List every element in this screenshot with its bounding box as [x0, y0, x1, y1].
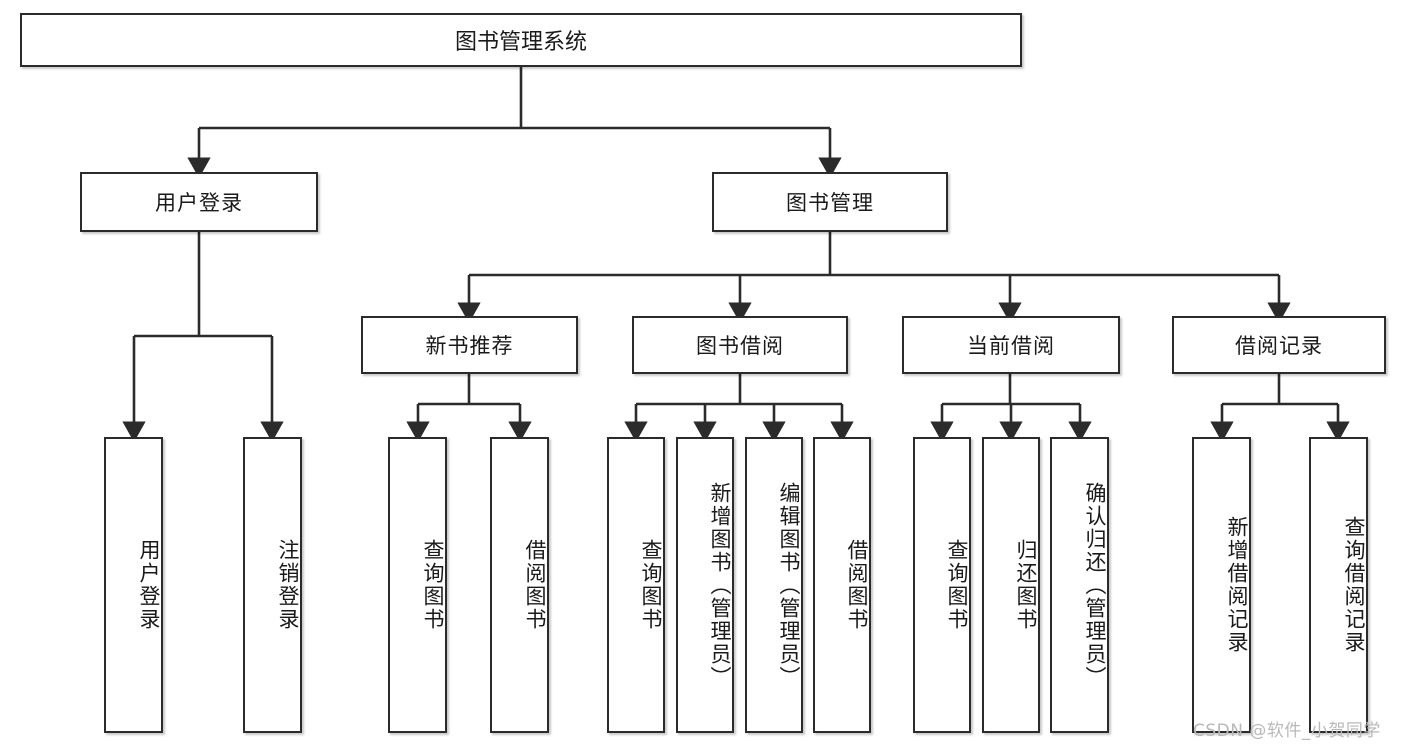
leaf-borrow-book-2[interactable]: 借阅图书: [813, 437, 871, 733]
node-book-borrow[interactable]: 图书借阅: [632, 316, 848, 374]
node-label: 图书管理系统: [454, 30, 587, 55]
node-label: 借阅图书: [523, 539, 547, 631]
leaf-query-book-2[interactable]: 查询图书: [607, 437, 665, 733]
node-book-management[interactable]: 图书管理: [712, 172, 948, 232]
node-label: 借阅记录: [1235, 334, 1323, 358]
node-label: 查询借阅记录: [1342, 516, 1366, 654]
leaf-query-book-3[interactable]: 查询图书: [913, 437, 971, 733]
node-label: 新增图书（管理员）: [708, 481, 732, 689]
node-borrow-record[interactable]: 借阅记录: [1172, 316, 1386, 374]
node-label: 图书借阅: [696, 334, 784, 358]
leaf-edit-book[interactable]: 编辑图书（管理员）: [745, 437, 803, 733]
node-current-borrow[interactable]: 当前借阅: [902, 316, 1120, 374]
node-label: 编辑图书（管理员）: [777, 481, 801, 689]
node-label: 确认归还（管理员）: [1083, 481, 1107, 689]
leaf-logout-login[interactable]: 注销登录: [243, 437, 302, 733]
leaf-query-borrow-record[interactable]: 查询借阅记录: [1309, 437, 1368, 733]
node-label: 注销登录: [276, 539, 300, 631]
leaf-add-borrow-record[interactable]: 新增借阅记录: [1192, 437, 1251, 733]
node-book-management-system[interactable]: 图书管理系统: [20, 13, 1022, 67]
node-label: 用户登录: [155, 191, 243, 215]
node-label: 新增借阅记录: [1225, 516, 1249, 654]
leaf-add-book[interactable]: 新增图书（管理员）: [676, 437, 734, 733]
leaf-confirm-return[interactable]: 确认归还（管理员）: [1050, 437, 1109, 733]
csdn-watermark: CSDN @软件_小贺同学: [1193, 721, 1381, 741]
node-label: 查询图书: [639, 539, 663, 631]
node-label: 查询图书: [945, 539, 969, 631]
node-label: 归还图书: [1014, 539, 1038, 631]
node-label: 新书推荐: [425, 334, 514, 358]
leaf-user-login[interactable]: 用户登录: [104, 437, 163, 733]
node-label: 图书管理: [786, 191, 874, 215]
node-new-book-recommend[interactable]: 新书推荐: [361, 316, 578, 374]
leaf-borrow-book-1[interactable]: 借阅图书: [490, 437, 549, 733]
node-label: 借阅图书: [845, 539, 869, 631]
node-user-login[interactable]: 用户登录: [80, 172, 318, 232]
leaf-query-book-1[interactable]: 查询图书: [388, 437, 447, 733]
node-label: 用户登录: [137, 539, 161, 631]
leaf-return-book[interactable]: 归还图书: [982, 437, 1040, 733]
node-label: 查询图书: [421, 539, 445, 631]
node-label: 当前借阅: [967, 334, 1055, 358]
